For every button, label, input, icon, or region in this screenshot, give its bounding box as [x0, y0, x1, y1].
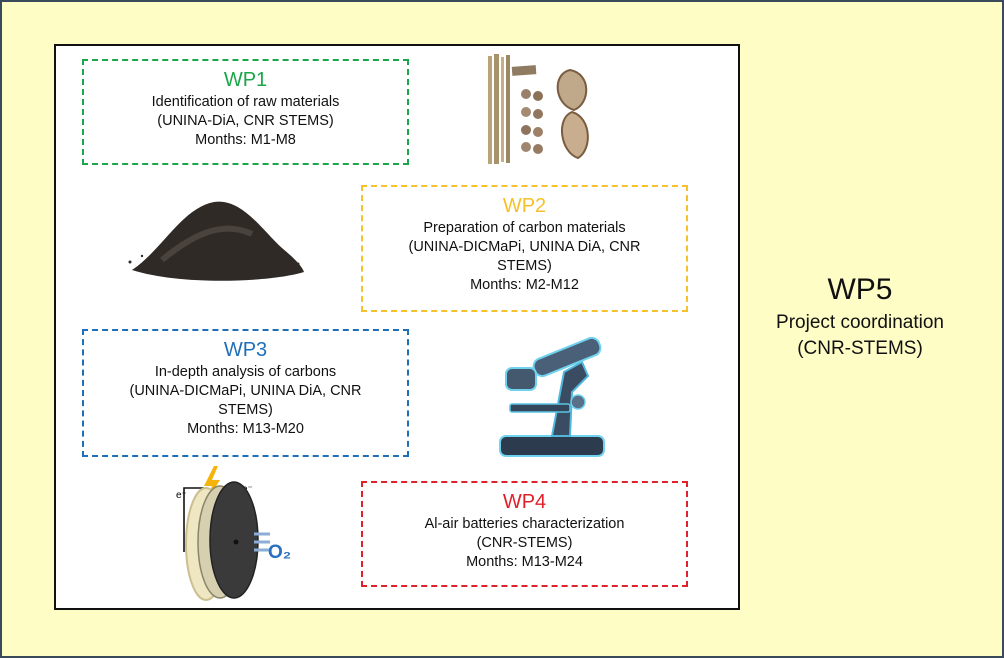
microscope-stage [509, 403, 571, 413]
wp3-description: In-depth analysis of carbons [154, 364, 337, 380]
microscope-image [499, 336, 605, 457]
raw-materials-image [488, 54, 589, 164]
stick-4 [506, 55, 510, 163]
wp5-partners: (CNR-STEMS) [797, 338, 923, 359]
wp4-partners: (CNR-STEMS) [476, 535, 573, 551]
wp4-description: Al-air batteries characterization [424, 516, 625, 532]
workpackage-panel [54, 44, 740, 610]
wp3-partners: (UNINA-DICMaPi, UNINA DiA, CNR [129, 383, 362, 399]
microscope-arm [550, 360, 590, 437]
lightning-bolt-icon [204, 466, 220, 502]
pellet [521, 107, 531, 117]
stick-2 [494, 54, 499, 164]
wp3-title: WP3 [223, 339, 268, 361]
electron-label-left: e⁻ [176, 490, 187, 501]
carbon-powder-image [128, 201, 304, 281]
powder-grain [128, 260, 132, 264]
leaf-bottom [560, 110, 589, 160]
pellet [521, 142, 531, 152]
pellet [533, 127, 543, 137]
powder-grain [296, 262, 300, 266]
wp3-box: WP3 In-depth analysis of carbons (UNINA-… [82, 329, 409, 457]
objective-head [505, 367, 537, 391]
microscope-base [499, 435, 605, 457]
leaf-top [556, 68, 588, 112]
wp1-months: Months: M1-M8 [195, 132, 296, 148]
electron-label-right: e⁻ [242, 484, 253, 495]
stick-3 [501, 57, 504, 162]
air-cathode-disc [209, 481, 259, 599]
oxygen-label: O₂ [268, 542, 291, 563]
wp5-title: WP5 [827, 273, 893, 306]
wp2-partners: (UNINA-DICMaPi, UNINA DiA, CNR [408, 239, 641, 255]
wp1-partners: (UNINA-DiA, CNR STEMS) [157, 113, 334, 129]
pellet [533, 144, 543, 154]
external-wire-left [183, 487, 204, 552]
wp2-description: Preparation of carbon materials [423, 220, 626, 236]
pellet [521, 89, 531, 99]
wp2-partners-cont: STEMS) [497, 258, 552, 274]
wp2-months: Months: M2-M12 [470, 277, 579, 293]
powder-grain [140, 254, 144, 258]
cathode-contact [233, 539, 239, 545]
focus-knob [570, 394, 586, 410]
stick-1 [488, 56, 492, 164]
powder-highlight [160, 225, 254, 263]
wp2-box: WP2 Preparation of carbon materials (UNI… [361, 185, 688, 312]
wp1-description: Identification of raw materials [151, 94, 340, 110]
wp5-description: Project coordination [776, 312, 944, 333]
al-air-battery-image: e⁻ e⁻ O₂ [176, 466, 291, 601]
powder-pile [132, 201, 304, 281]
wp1-box: WP1 Identification of raw materials (UNI… [82, 59, 409, 165]
wp3-months: Months: M13-M20 [187, 421, 304, 437]
wp4-box: WP4 Al-air batteries characterization (C… [361, 481, 688, 587]
wp2-title: WP2 [502, 195, 547, 217]
wp4-title: WP4 [502, 491, 547, 513]
wp1-title: WP1 [223, 69, 268, 91]
wp4-months: Months: M13-M24 [466, 554, 583, 570]
bark-piece [511, 65, 537, 76]
pellet [533, 109, 543, 119]
pellet [533, 91, 543, 101]
wp5-block: WP5 Project coordination (CNR-STEMS) [750, 270, 970, 362]
pellet [521, 125, 531, 135]
wp3-partners-cont: STEMS) [218, 402, 273, 418]
